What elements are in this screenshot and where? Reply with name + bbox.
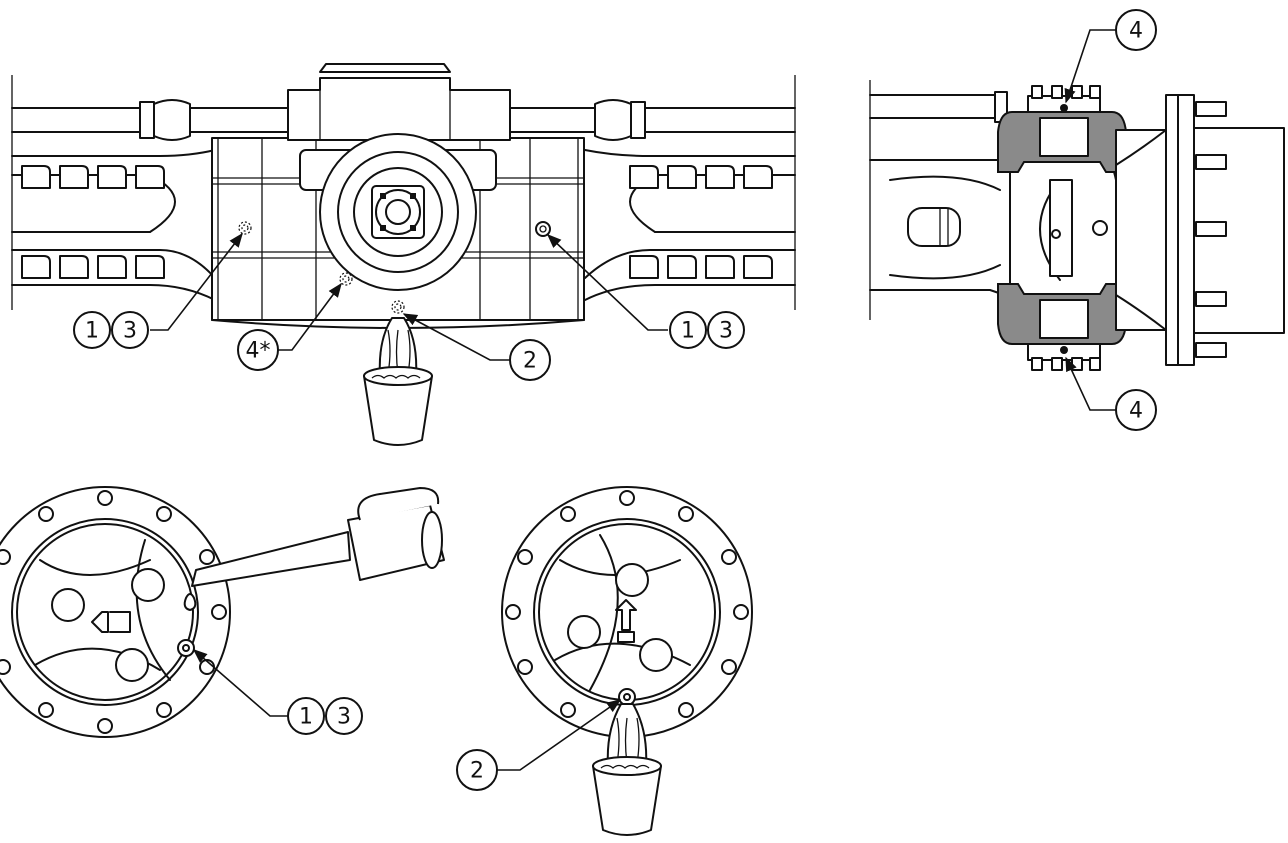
- callout-1-3-left: 1 3: [73, 232, 243, 349]
- callout-2-top: 2: [402, 313, 551, 381]
- callout-4-bottom: 4: [1065, 356, 1157, 431]
- callout-4-star: 4*: [237, 282, 342, 371]
- callout-4-top: 4: [1064, 9, 1157, 104]
- callout-1-3-hub: 1 3: [192, 649, 363, 735]
- callout-1-3-right: 1 3: [546, 234, 745, 349]
- svg-text:4: 4: [1129, 399, 1143, 424]
- svg-text:2: 2: [523, 349, 537, 374]
- hub-drain-view: [501, 486, 753, 836]
- svg-text:1: 1: [85, 319, 99, 344]
- svg-text:1: 1: [681, 319, 695, 344]
- svg-text:3: 3: [337, 705, 351, 730]
- axle-front-view: [11, 63, 796, 446]
- hub-fill-view: [0, 486, 445, 738]
- svg-text:2: 2: [470, 759, 484, 784]
- svg-text:1: 1: [299, 705, 313, 730]
- svg-text:4*: 4*: [246, 339, 271, 364]
- svg-text:4: 4: [1129, 19, 1143, 44]
- svg-text:3: 3: [719, 319, 733, 344]
- wheel-hub-side-view: [869, 80, 1285, 371]
- callout-2-hub: 2: [456, 699, 622, 791]
- svg-text:3: 3: [123, 319, 137, 344]
